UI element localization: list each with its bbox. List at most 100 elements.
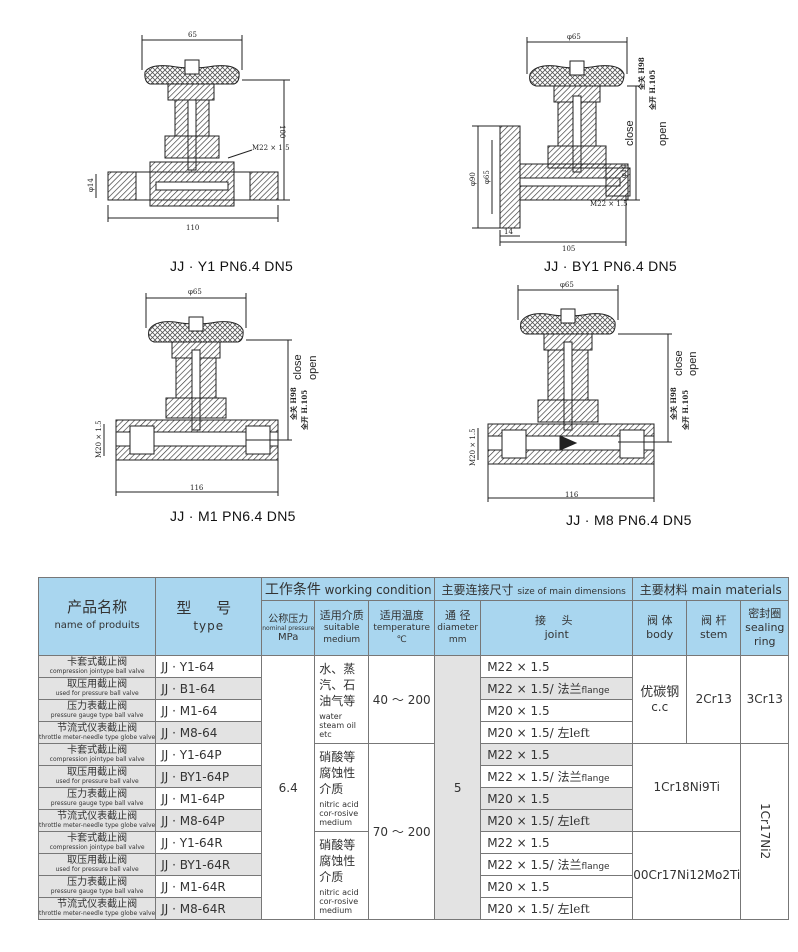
drawing-jj-m1 <box>103 293 292 496</box>
drawing-jj-by1 <box>472 37 640 246</box>
temperature-group-1: 40 ～ 200 <box>368 655 436 744</box>
header-working-condition: 工作条件 working condition <box>261 577 436 601</box>
row-model: JJ · M1-64R <box>155 875 263 898</box>
dim-by1-flange-id: φ65 <box>483 170 491 184</box>
temperature-group-2: 70 ～ 200 <box>368 743 436 920</box>
row-joint: M20 × 1.5/ 左left <box>480 897 634 920</box>
dim-by1-port: φ14 <box>620 164 628 178</box>
label-m8-open: open <box>687 352 699 376</box>
dim-m8-length: 116 <box>565 491 579 499</box>
label-m1-close: close <box>292 354 304 380</box>
row-model: JJ · M8-64 <box>155 721 263 744</box>
caption-jj-m8: JJ · M8 PN6.4 DN5 <box>566 512 692 528</box>
dim-m1-length: 116 <box>190 484 204 492</box>
row-joint: M22 × 1.5/ 法兰flange <box>480 677 634 700</box>
dim-m8-close-h: 全关 H98 <box>669 387 678 421</box>
label-by1-open: open <box>657 122 669 146</box>
caption-jj-m1: JJ · M1 PN6.4 DN5 <box>170 508 296 524</box>
label-m1-open: open <box>307 356 319 380</box>
nominal-pressure-value: 6.4 <box>261 655 316 920</box>
row-model: JJ · B1-64 <box>155 677 263 700</box>
row-model: JJ · M8-64P <box>155 809 263 832</box>
body-stem-group-2: 1Cr18Ni9Ti <box>632 743 742 832</box>
dim-by1-flange-thk: 14 <box>504 228 513 236</box>
label-m8-close: close <box>673 350 685 376</box>
row-model: JJ · Y1-64P <box>155 743 263 766</box>
seal-group-1: 3Cr13 <box>740 655 790 744</box>
dim-y1-thread: M22 × 1.5 <box>252 144 290 152</box>
caption-jj-by1: JJ · BY1 PN6.4 DN5 <box>544 258 677 274</box>
label-by1-close: close <box>624 120 636 146</box>
row-joint: M20 × 1.5 <box>480 787 634 810</box>
drawing-jj-y1 <box>95 35 290 222</box>
row-joint: M20 × 1.5/ 左left <box>480 721 634 744</box>
header-main-materials: 主要材料 main materials <box>632 577 790 601</box>
row-joint: M22 × 1.5/ 法兰flange <box>480 853 634 876</box>
dim-by1-flange-od: φ90 <box>469 172 477 186</box>
dim-m1-width: φ65 <box>188 288 202 296</box>
body-stem-group-3: 00Cr17Ni12Mo2Ti <box>632 831 742 920</box>
diameter-value: 5 <box>434 655 482 920</box>
dim-by1-close-h: 全关 H98 <box>637 57 646 91</box>
dim-m1-thread: M20 × 1.5 <box>95 420 103 458</box>
dim-y1-length: 110 <box>186 224 199 232</box>
dim-by1-thread: M22 × 1.5 <box>590 200 628 208</box>
dim-m1-close-h: 全关 H98 <box>289 387 298 421</box>
row-joint: M20 × 1.5/ 左left <box>480 809 634 832</box>
valve-drawings: 65 100 M22 × 1.5 110 φ14 JJ · Y1 PN6.4 D… <box>87 31 699 528</box>
dim-m1-open-h: 全开 H.105 <box>300 390 309 431</box>
row-joint: M22 × 1.5/ 法兰flange <box>480 765 634 788</box>
header-main-dimensions: 主要连接尺寸 size of main dimensions <box>434 577 634 601</box>
row-model: JJ · BY1-64R <box>155 853 263 876</box>
seal-group-2: 1Cr17Ni2 <box>740 743 790 920</box>
dim-y1-height: 100 <box>278 125 286 138</box>
dim-m8-open-h: 全开 H.105 <box>681 390 690 431</box>
row-model: JJ · Y1-64 <box>155 655 263 678</box>
dim-by1-width: φ65 <box>567 33 581 41</box>
caption-jj-y1: JJ · Y1 PN6.4 DN5 <box>170 258 293 274</box>
row-model: JJ · M1-64P <box>155 787 263 810</box>
row-model: JJ · M8-64R <box>155 897 263 920</box>
row-joint: M22 × 1.5 <box>480 655 634 678</box>
dim-m8-thread: M20 × 1.5 <box>469 428 477 466</box>
row-model: JJ · Y1-64R <box>155 831 263 854</box>
dim-m8-width: φ65 <box>560 281 574 289</box>
row-model: JJ · BY1-64P <box>155 765 263 788</box>
dim-y1-port: φ14 <box>87 178 95 192</box>
row-joint: M22 × 1.5 <box>480 743 634 766</box>
stem-group-1: 2Cr13 <box>686 655 742 744</box>
drawing-jj-m8 <box>477 285 672 502</box>
